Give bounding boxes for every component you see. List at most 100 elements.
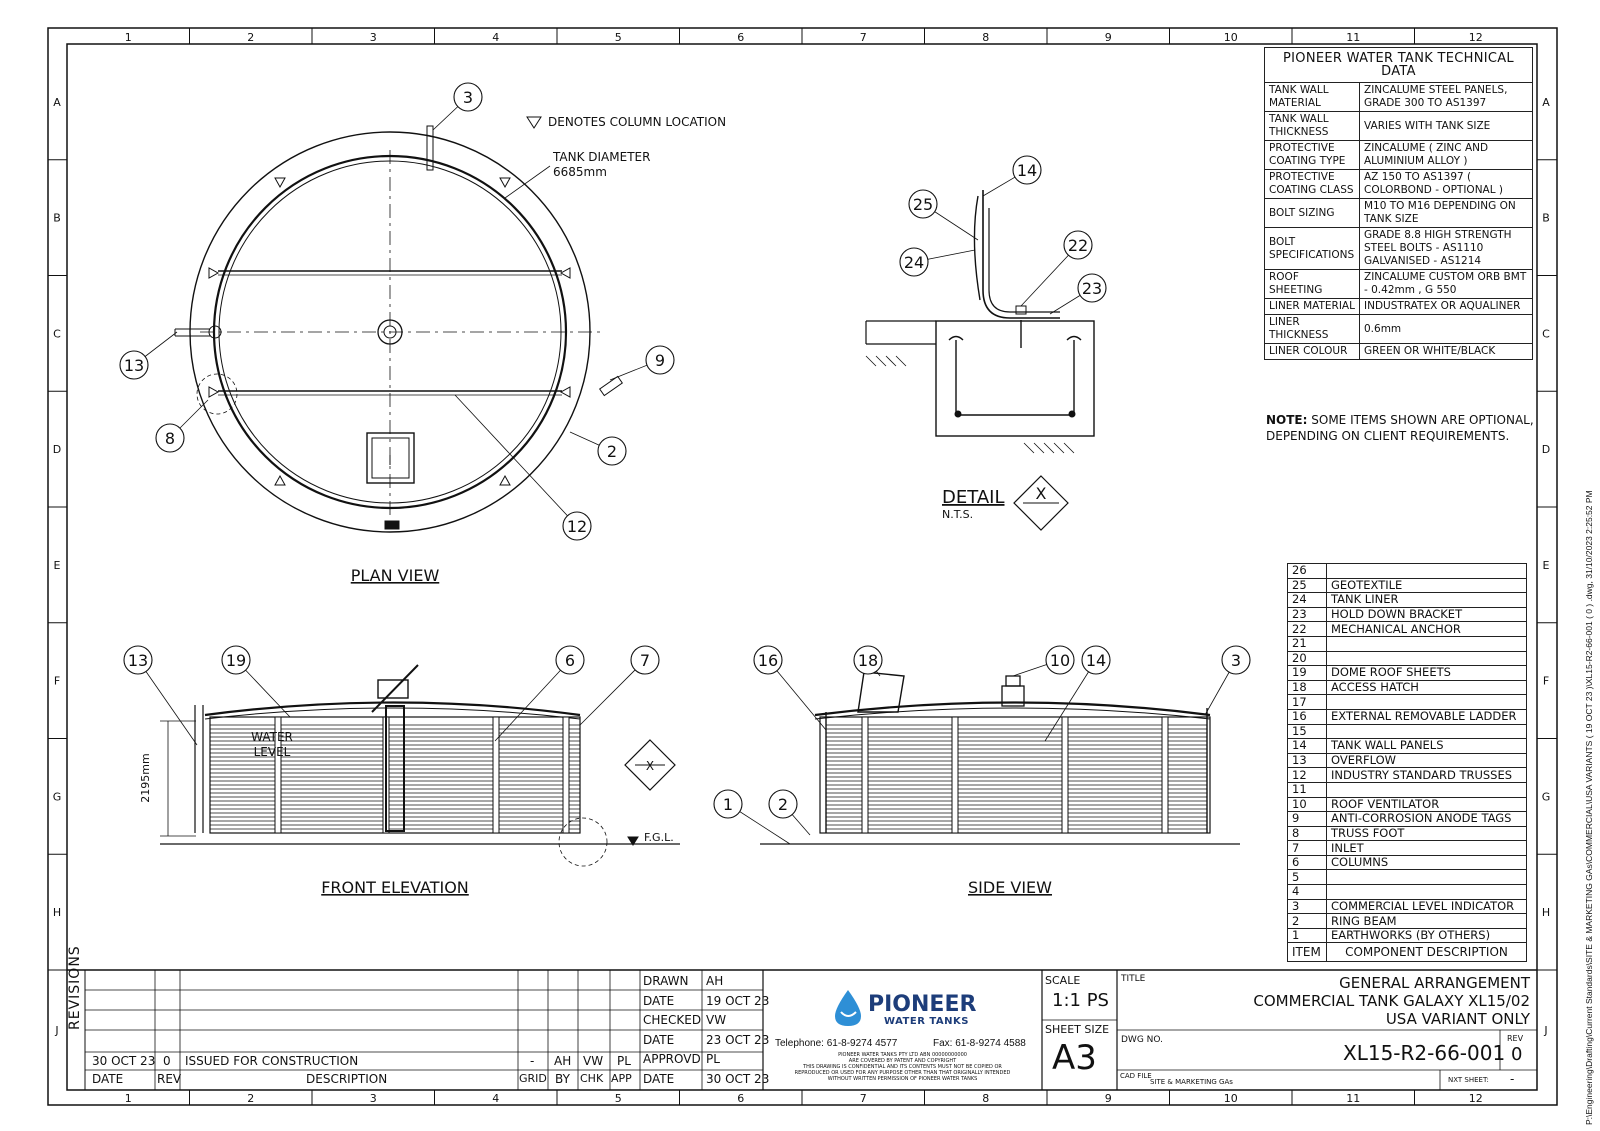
hdr-chk: CHK — [580, 1072, 604, 1085]
callout-plan-9: 9 — [655, 351, 665, 370]
component-item: 7 — [1287, 840, 1327, 856]
grid-row-label: E — [1543, 559, 1550, 572]
file-path-stamp: P:\Engineering\Drafting\Current Standard… — [1584, 490, 1594, 1125]
component-desc: EXTERNAL REMOVABLE LADDER — [1326, 708, 1527, 725]
grid-row-label: D — [53, 443, 61, 456]
title-block-lines — [67, 969, 1537, 1090]
detail-drawing — [865, 190, 1095, 531]
grid-col-label: 6 — [737, 31, 744, 44]
dwg-number: XL15-R2-66-001 — [1343, 1041, 1506, 1065]
detail-mark: X — [1036, 484, 1047, 503]
component-desc — [1326, 650, 1527, 667]
column-legend-text: DENOTES COLUMN LOCATION — [548, 115, 726, 129]
component-desc: TRUSS FOOT — [1326, 825, 1527, 842]
component-desc — [1326, 869, 1527, 886]
component-desc: TANK LINER — [1326, 592, 1527, 608]
grid-col-label: 12 — [1469, 1092, 1483, 1105]
component-desc: COLUMNS — [1326, 854, 1527, 871]
rev-checked: VW — [583, 1054, 604, 1068]
disclaimer-line: REPRODUCED OR USED FOR ANY PURPOSE OTHER… — [794, 1070, 1011, 1076]
title-line: USA VARIANT ONLY — [1385, 1010, 1530, 1028]
sheet-size-label: SHEET SIZE — [1045, 1023, 1110, 1036]
company-subtitle: WATER TANKS — [884, 1016, 969, 1027]
disclaimer-line: THIS DRAWING IS CONFIDENTIAL AND ITS CON… — [803, 1064, 1002, 1070]
component-item: 26 — [1287, 563, 1327, 579]
component-item: 14 — [1287, 738, 1327, 754]
front-elevation-title: FRONT ELEVATION — [321, 878, 469, 897]
grid-row-label: H — [1542, 906, 1550, 919]
rev-approved: PL — [617, 1054, 631, 1068]
rev-label: REV — [1507, 1034, 1524, 1043]
sheet-size-value: A3 — [1052, 1038, 1097, 1078]
grid-col-label: 4 — [492, 1092, 499, 1105]
component-row: 17 — [1287, 694, 1527, 710]
component-item: 1 — [1287, 927, 1327, 944]
callout-plan-8: 8 — [165, 429, 175, 448]
sign-label: APPROVD — [643, 1052, 701, 1066]
component-desc: ANTI-CORROSION ANODE TAGS — [1326, 811, 1527, 827]
grid-row-label: F — [1543, 675, 1549, 688]
next-sheet: - — [1510, 1072, 1515, 1086]
callout-front-6: 6 — [565, 651, 575, 670]
plan-view-title: PLAN VIEW — [351, 566, 440, 585]
component-item: 23 — [1287, 606, 1327, 623]
sign-value: VW — [706, 1013, 727, 1027]
tank-diameter-value: 6685mm — [553, 165, 607, 179]
fgl-label: F.G.L. — [644, 831, 674, 844]
tech-value: GREEN OR WHITE/BLACK — [1359, 343, 1533, 360]
tech-key: ROOF SHEETING — [1264, 269, 1360, 299]
grid-row-label: B — [53, 212, 61, 225]
component-header-item: ITEM — [1287, 942, 1327, 963]
grid-row-label: C — [1542, 327, 1550, 340]
component-desc: ROOF VENTILATOR — [1326, 796, 1527, 813]
scale-value: 1:1 PS — [1052, 990, 1109, 1011]
grid-col-label: 11 — [1346, 31, 1360, 44]
dwg-no-label: DWG NO. — [1121, 1035, 1163, 1045]
telephone: Telephone: 61-8-9274 4577 — [775, 1038, 898, 1049]
component-item: 10 — [1287, 796, 1327, 813]
callout-side-16: 16 — [758, 651, 778, 670]
grid-col-label: 9 — [1105, 1092, 1112, 1105]
component-desc — [1326, 884, 1527, 900]
side-view-title: SIDE VIEW — [968, 878, 1052, 897]
component-item: 6 — [1287, 854, 1327, 871]
side-view-drawing — [760, 671, 1240, 845]
tech-value: ZINCALUME CUSTOM ORB BMT - 0.42mm , G 55… — [1359, 269, 1533, 299]
component-row: 11 — [1287, 781, 1527, 798]
grid-row-label: C — [53, 327, 61, 340]
grid-col-label: 1 — [125, 1092, 132, 1105]
component-item: 9 — [1287, 811, 1327, 827]
component-item: 15 — [1287, 723, 1327, 740]
rev-description: ISSUED FOR CONSTRUCTION — [185, 1054, 359, 1068]
sign-label: CHECKED — [643, 1013, 702, 1027]
callout-front-7: 7 — [640, 651, 650, 670]
grid-col-label: 11 — [1346, 1092, 1360, 1105]
callout-side-18: 18 — [858, 651, 878, 670]
component-item: 22 — [1287, 621, 1327, 637]
sign-value: 30 OCT 23 — [706, 1071, 770, 1086]
hdr-by: BY — [555, 1072, 570, 1086]
component-desc — [1326, 781, 1527, 798]
rev-number: 0 — [163, 1054, 171, 1068]
sign-value: 23 OCT 23 — [706, 1032, 770, 1047]
grid-row-label: G — [1542, 790, 1551, 803]
component-desc: HOLD DOWN BRACKET — [1326, 606, 1527, 623]
grid-row-label: A — [1542, 96, 1550, 109]
grid-col-label: 10 — [1224, 1092, 1238, 1105]
component-row: 4 — [1287, 884, 1527, 900]
component-desc: COMMERCIAL LEVEL INDICATOR — [1326, 898, 1527, 915]
tech-key: TANK WALL MATERIAL — [1264, 82, 1360, 112]
component-row: 20 — [1287, 650, 1527, 667]
